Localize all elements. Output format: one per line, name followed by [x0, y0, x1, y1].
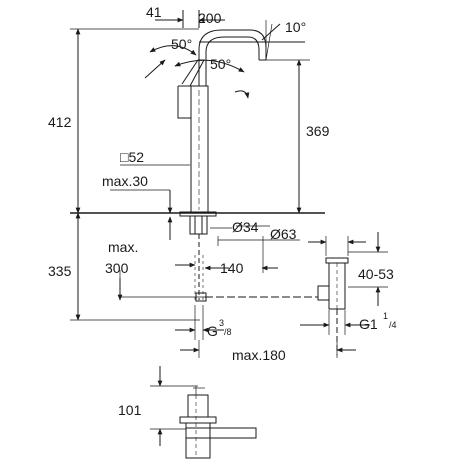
dim-max300: [117, 262, 196, 301]
max300-line1-label: max.: [108, 239, 139, 255]
dim-412-label: 412: [48, 114, 72, 130]
dim-34-label: Ø34: [232, 219, 259, 235]
supply-hose: [195, 234, 203, 300]
dim-101-label: 101: [118, 402, 142, 418]
drain-rod: [120, 293, 318, 301]
g114-sup-label: 1: [383, 311, 389, 321]
dim-369-label: 369: [306, 123, 330, 139]
dim-40-53: [348, 232, 388, 306]
dim-101: [150, 366, 198, 446]
dim-369: [266, 59, 310, 214]
dim-10deg-label: 10°: [285, 19, 307, 35]
max180-label: max.180: [232, 347, 286, 363]
g38-sup-label: 3: [219, 318, 225, 328]
max30-label: max.30: [102, 173, 148, 189]
g38-label: G: [207, 323, 218, 339]
faucet-body: [191, 86, 208, 213]
dim-50deg-a-label: 50°: [171, 36, 193, 52]
dim-max180: [180, 340, 356, 358]
dim-412: [70, 28, 199, 214]
g38-sub-label: /8: [224, 327, 232, 337]
dim-335: [70, 212, 200, 321]
dim-40-53-label: 40-53: [358, 266, 394, 282]
dim-52-label: □52: [120, 149, 145, 165]
dim-g114: [300, 310, 370, 335]
dim-140-label: 140: [220, 260, 244, 276]
dim-200-label: 200: [198, 10, 222, 26]
dim-41-label: 41: [146, 4, 162, 20]
drain-assembly: [318, 258, 348, 355]
dim-63-label: Ø63: [270, 226, 297, 242]
g114-sub-label: /4: [389, 320, 397, 330]
detail-view: [180, 386, 256, 458]
g114-label: G1: [359, 316, 378, 332]
dim-drain-top: [308, 236, 366, 256]
max300-line2-label: 300: [105, 260, 129, 276]
angle-arcs: [145, 20, 280, 99]
dim-52-max30: [110, 165, 190, 240]
dim-g38: [175, 305, 224, 340]
dim-335-label: 335: [48, 263, 72, 279]
dim-50deg-b-label: 50°: [210, 56, 232, 72]
dim-41-200: [155, 10, 305, 42]
faucet-base: [180, 212, 216, 234]
